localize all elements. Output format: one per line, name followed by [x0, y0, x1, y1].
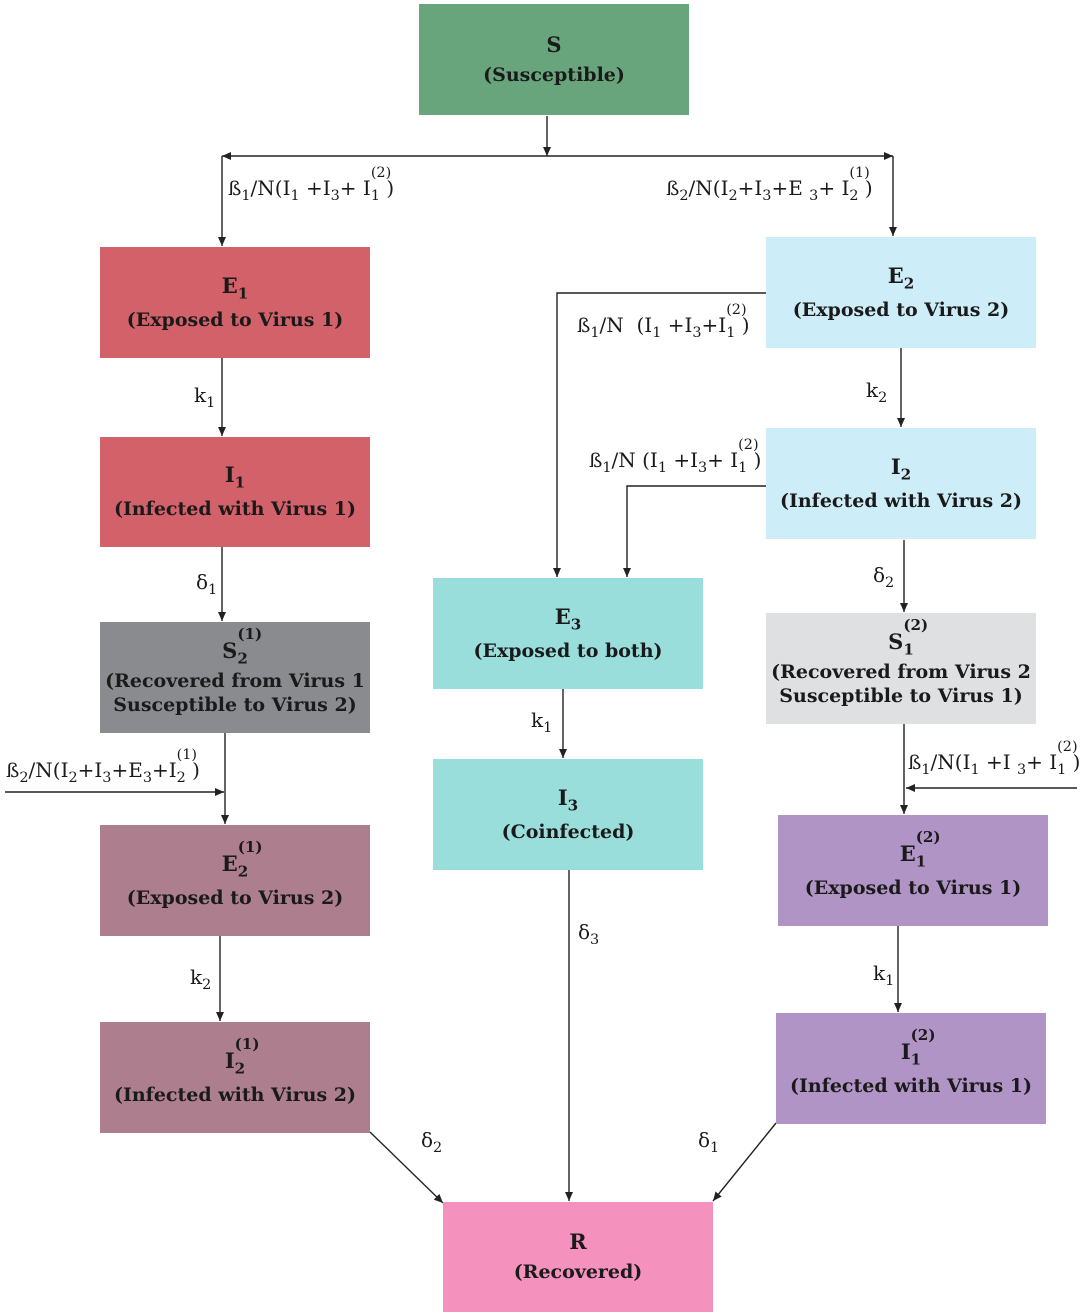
node-symbol: E1: [221, 272, 249, 302]
node-label: (Infected with Virus 2): [779, 489, 1023, 512]
node-symbol: S: [546, 31, 562, 57]
rate-beta2-left-mid: ß2/N(I2+I3+E3+I(1)2 ): [6, 746, 200, 787]
node-label: (Susceptible): [483, 63, 625, 86]
node-label: (Exposed to Virus 2): [792, 298, 1010, 321]
node-label: (Infected with Virus 1): [113, 498, 357, 521]
arrow-i21-r: [369, 1131, 444, 1204]
node-symbol: R: [569, 1229, 587, 1254]
rate-delta1-i1-s21: δ1: [196, 570, 218, 599]
node-infected-virus-1-after-2: I(2)1 (Infected with Virus 1): [776, 1013, 1046, 1124]
node-exposed-virus-1-after-2: E(2)1 (Exposed to Virus 1): [778, 815, 1048, 926]
rate-k2-e2-i2: k2: [866, 378, 888, 407]
node-exposed-virus-1: E1 (Exposed to Virus 1): [100, 247, 370, 358]
node-susceptible: S (Susceptible): [419, 4, 689, 115]
arrow-i2-e3: [623, 485, 780, 577]
node-label: (Recovered): [513, 1261, 643, 1284]
node-symbol: I3: [557, 784, 579, 814]
node-label: (Exposed to Virus 2): [126, 886, 344, 909]
rate-delta1-i12-r: δ1: [698, 1128, 720, 1157]
node-coinfected: I3 (Coinfected): [433, 759, 703, 870]
rate-beta1-top-left: ß1/N(I1 +I3+ I(2)1 ): [228, 164, 395, 205]
node-recovered: R (Recovered): [443, 1202, 713, 1312]
node-exposed-virus-2: E2 (Exposed to Virus 2): [766, 237, 1036, 348]
node-label: (Exposed to both): [473, 639, 663, 662]
node-symbol: I(1)2: [224, 1034, 260, 1077]
node-symbol: I1: [224, 462, 246, 492]
node-infected-virus-1: I1 (Infected with Virus 1): [100, 437, 370, 547]
node-label: (Exposed to Virus 1): [804, 876, 1022, 899]
node-symbol: E(2)1: [899, 827, 941, 870]
rate-k1-e12-i12: k1: [873, 961, 895, 990]
node-exposed-both: E3 (Exposed to both): [433, 578, 703, 689]
node-label: (Coinfected): [501, 820, 635, 843]
node-label: (Infected with Virus 1): [789, 1074, 1033, 1097]
node-symbol: E(1)2: [221, 837, 263, 880]
rate-delta2-i2-s12: δ2: [873, 563, 895, 592]
rate-beta2-top-right: ß2/N(I2+I3+E 3+ I(1)2 ): [666, 164, 873, 205]
rate-k2-e21-i21: k2: [190, 965, 212, 994]
arrow-i12-r: [712, 1122, 777, 1202]
rate-k1-e1-i1: k1: [194, 383, 216, 412]
node-symbol: I(2)1: [900, 1025, 936, 1068]
node-label: (Infected with Virus 2): [113, 1083, 357, 1106]
node-infected-virus-2: I2 (Infected with Virus 2): [766, 428, 1036, 539]
node-symbol: I2: [890, 453, 912, 483]
node-symbol: E3: [554, 603, 582, 633]
node-infected-virus-2-after-1: I(1)2 (Infected with Virus 2): [100, 1022, 370, 1133]
rate-delta3-i3-r: δ3: [578, 920, 600, 949]
rate-beta1-i2-e3: ß1/N (I1 +I3+ I(2)1 ): [589, 436, 762, 477]
arrow-e2-e3: [553, 292, 766, 577]
rate-beta1-right-mid: ß1/N(I1 +I 3+ I(2)1 ): [908, 738, 1081, 779]
node-label: (Exposed to Virus 1): [126, 308, 344, 331]
node-symbol: S(1)2: [222, 624, 263, 667]
rate-delta2-i21-r: δ2: [421, 1128, 443, 1157]
rate-k1-e3-i3: k1: [531, 708, 553, 737]
node-symbol: E2: [887, 262, 915, 292]
node-symbol: S(2)1: [888, 615, 929, 658]
rate-beta1-e2-e3: ß1/N (I1 +I3+I(2)1 ): [577, 301, 750, 342]
node-exposed-virus-2-after-1: E(1)2 (Exposed to Virus 2): [100, 825, 370, 936]
